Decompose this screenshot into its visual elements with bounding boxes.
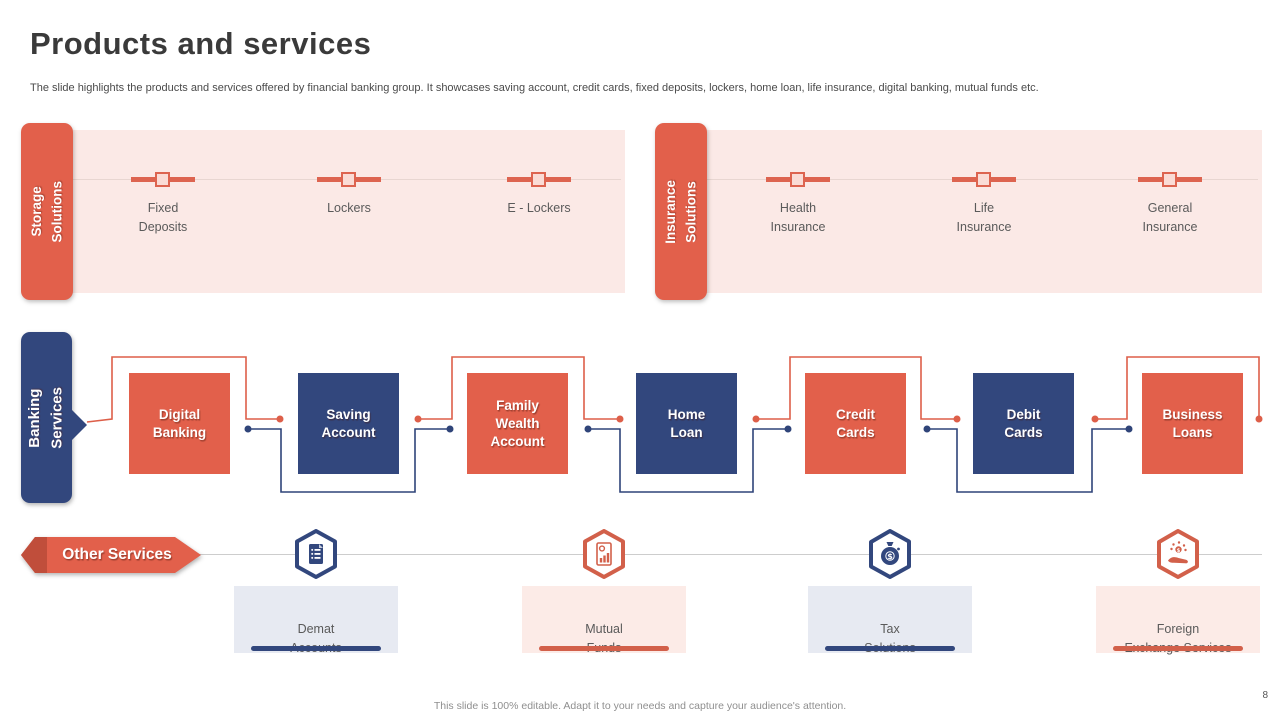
footer-note: This slide is 100% editable. Adapt it to… xyxy=(433,700,847,712)
hand-coins-icon: $ xyxy=(1157,529,1199,579)
slider-handle xyxy=(155,172,170,187)
banking-box-home-loan: Home Loan xyxy=(636,373,737,474)
slider-handle xyxy=(790,172,805,187)
banking-box-credit-cards: Credit Cards xyxy=(805,373,906,474)
slider-handle xyxy=(1162,172,1177,187)
money-bag-icon: $ xyxy=(869,529,911,579)
insurance-item-label: Life Insurance xyxy=(956,201,1012,234)
slider-marker xyxy=(952,172,1016,187)
storage-solutions-panel: Storage Solutions Fixed Deposits Lockers… xyxy=(21,123,625,300)
page-subtitle: The slide highlights the products and se… xyxy=(30,82,1039,94)
slider-marker xyxy=(131,172,195,187)
banking-services-row: Banking Services Digital Banking Saving … xyxy=(0,330,1280,510)
banking-services-label: Banking Services xyxy=(26,386,66,449)
storage-item-label: Fixed Deposits xyxy=(138,201,188,234)
other-services-banner: Other Services xyxy=(21,537,201,573)
document-checklist-icon xyxy=(295,529,337,579)
underline-bar xyxy=(539,646,669,651)
storage-solutions-tab: Storage Solutions xyxy=(21,123,73,300)
insurance-solutions-panel: Insurance Solutions Health Insurance Lif… xyxy=(655,123,1262,300)
insurance-solutions-label: Insurance Solutions xyxy=(662,179,698,244)
insurance-panel-body xyxy=(683,130,1262,293)
other-service-foreign-exchange: Foreign Exchange Services xyxy=(1096,586,1260,655)
connector-lines xyxy=(86,356,1263,493)
underline-bar xyxy=(251,646,381,651)
page-title: Products and services xyxy=(30,26,372,61)
insurance-item-label: Health Insurance xyxy=(770,201,826,234)
slider-handle xyxy=(531,172,546,187)
storage-item-label: E - Lockers xyxy=(507,201,571,215)
other-services-row: Other Services $ $ xyxy=(0,525,1280,685)
underline-bar xyxy=(1113,646,1243,651)
other-service-tax-solutions: Tax Solutions xyxy=(808,586,972,655)
other-services-label: Other Services xyxy=(62,546,172,563)
slider-marker xyxy=(507,172,571,187)
slider-handle xyxy=(976,172,991,187)
slider-handle xyxy=(341,172,356,187)
slider-marker xyxy=(317,172,381,187)
storage-panel-body xyxy=(49,130,625,293)
insurance-solutions-tab: Insurance Solutions xyxy=(655,123,707,300)
banking-box-debit-cards: Debit Cards xyxy=(973,373,1074,474)
svg-text:$: $ xyxy=(1177,548,1181,554)
insurance-item-label: General Insurance xyxy=(1142,201,1198,234)
other-services-line xyxy=(198,554,1262,555)
page-number: 8 xyxy=(1262,690,1268,701)
banking-box-business-loans: Business Loans xyxy=(1142,373,1243,474)
slider-marker xyxy=(1138,172,1202,187)
banking-box-digital-banking: Digital Banking xyxy=(129,373,230,474)
other-service-mutual-funds: Mutual Funds xyxy=(522,586,686,655)
slider-marker xyxy=(766,172,830,187)
banking-services-tab: Banking Services xyxy=(21,332,72,503)
other-services-arrow-shape xyxy=(21,537,201,573)
banking-box-family-wealth-account: Family Wealth Account xyxy=(467,373,568,474)
other-service-demat-accounts: Demat Accounts xyxy=(234,586,398,655)
underline-bar xyxy=(825,646,955,651)
storage-solutions-label: Storage Solutions xyxy=(28,180,64,243)
chart-report-icon xyxy=(583,529,625,579)
storage-item-label: Lockers xyxy=(327,201,371,215)
svg-text:$: $ xyxy=(887,552,893,561)
banking-box-saving-account: Saving Account xyxy=(298,373,399,474)
banking-tab-arrow xyxy=(70,408,87,442)
